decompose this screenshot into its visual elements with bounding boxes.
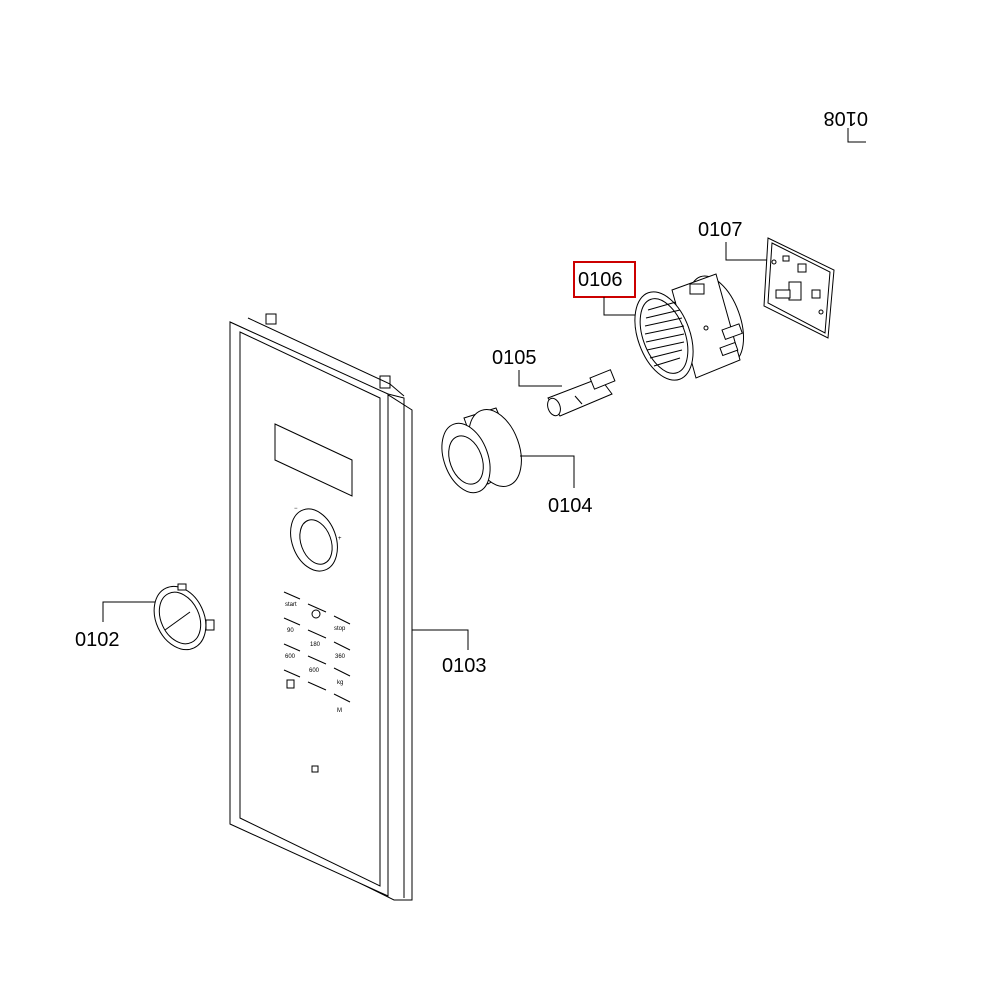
key-kg: kg <box>337 680 343 686</box>
knob-face <box>441 422 491 494</box>
part-label-0106[interactable]: 0106 <box>578 269 623 291</box>
leader-line-0105 <box>518 370 562 387</box>
part-0103: − + start stop 90 180 360 600 600 kg <box>229 313 487 901</box>
lock-icon <box>311 765 319 773</box>
part-0107: 0107 <box>698 219 835 339</box>
part-label-0102[interactable]: 0102 <box>75 629 120 651</box>
display-window <box>274 423 353 497</box>
front-panel <box>229 321 389 897</box>
switch-shaft <box>788 281 802 301</box>
leader-line-0107 <box>725 242 770 261</box>
key-m: M <box>337 708 342 714</box>
part-label-0103[interactable]: 0103 <box>442 655 487 677</box>
switch-contact <box>797 263 807 273</box>
svg-text:+: + <box>338 536 342 542</box>
leader-line-0108 <box>847 128 866 143</box>
key-360: 360 <box>335 654 346 660</box>
part-0108-callout: 0108 <box>824 107 869 143</box>
key-600-right: 600 <box>309 668 320 674</box>
part-0106: 0106 <box>573 261 744 381</box>
svg-text:−: − <box>294 506 298 512</box>
part-label-0108[interactable]: 0108 <box>824 107 869 129</box>
defrost-icon <box>286 679 295 689</box>
key-start: start <box>285 602 297 608</box>
key-90: 90 <box>287 628 294 634</box>
key-stop: stop <box>334 626 346 632</box>
key-600-left: 600 <box>285 654 296 660</box>
leader-line-0102 <box>102 601 155 622</box>
leader-line-0103 <box>412 629 469 650</box>
part-label-0107[interactable]: 0107 <box>698 219 743 241</box>
part-0102: 0102 <box>75 583 215 651</box>
key-180: 180 <box>310 642 321 648</box>
leader-line-0104 <box>520 455 575 488</box>
clock-icon <box>311 609 321 619</box>
part-label-0105[interactable]: 0105 <box>492 347 537 369</box>
part-0105: 0105 <box>492 347 616 417</box>
part-0104: 0104 <box>441 407 593 517</box>
keypad: start stop 90 180 360 600 600 kg M <box>283 591 351 714</box>
part-label-0104[interactable]: 0104 <box>548 495 593 517</box>
